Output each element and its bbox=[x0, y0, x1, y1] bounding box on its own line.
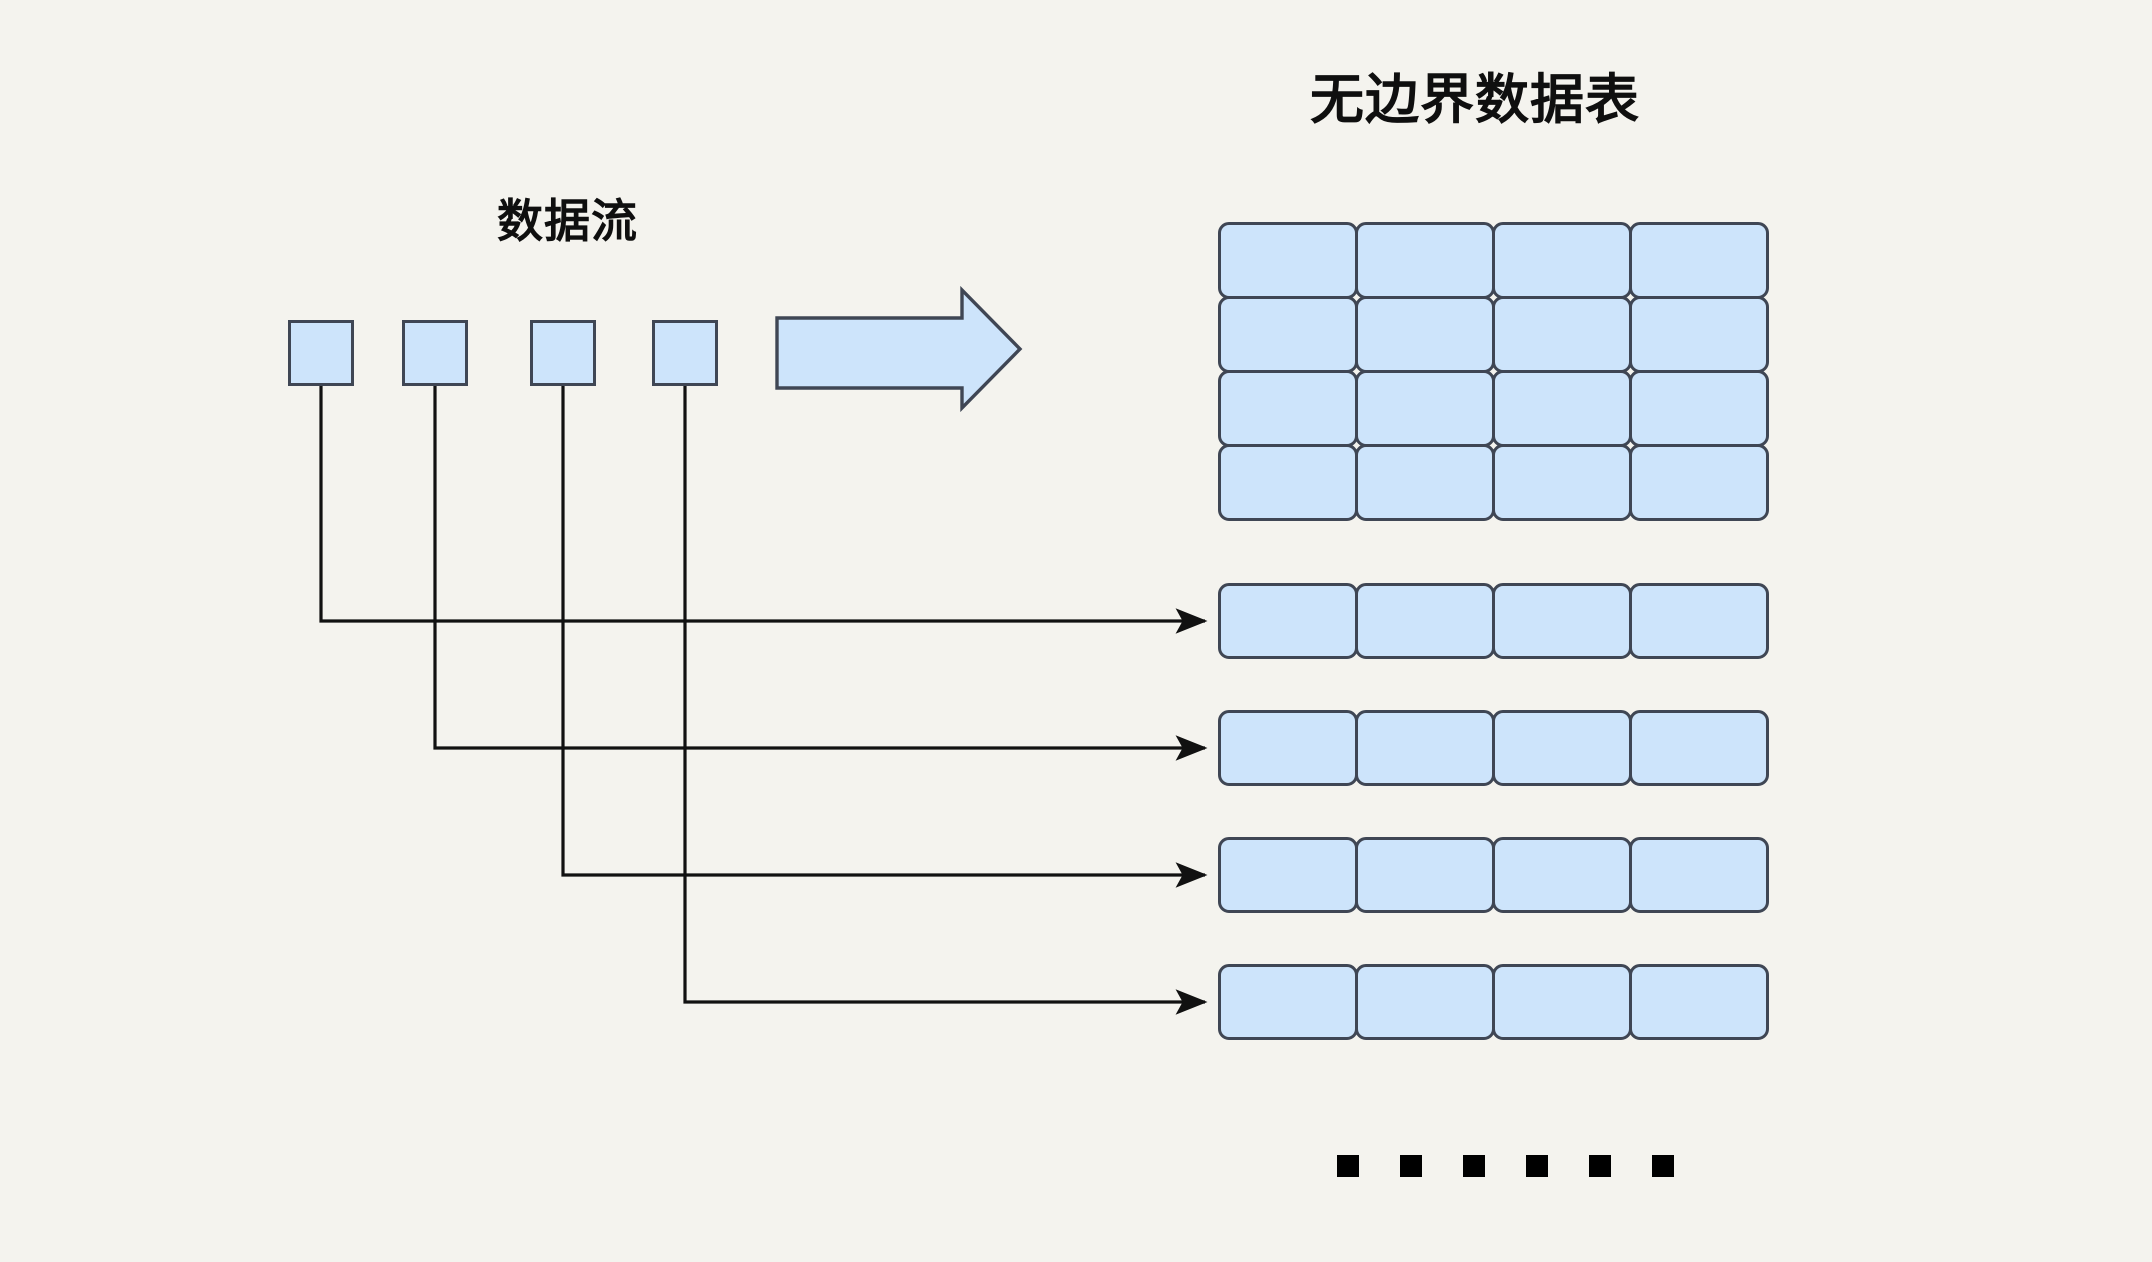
table-cell-r1-c1 bbox=[1218, 222, 1358, 299]
stream-to-row-connectors bbox=[319, 386, 1208, 1015]
appended-row-3-cell-1 bbox=[1218, 837, 1358, 913]
appended-row-3-cell-3 bbox=[1492, 837, 1632, 913]
page-title: 无边界数据表 bbox=[1310, 68, 1640, 131]
connector-1 bbox=[319, 386, 1208, 634]
table-cell-r4-c4 bbox=[1629, 444, 1769, 521]
data-stream-label: 数据流 bbox=[497, 194, 638, 248]
appended-row-2-cell-3 bbox=[1492, 710, 1632, 786]
table-cell-r4-c2 bbox=[1355, 444, 1495, 521]
continuation-dot-3 bbox=[1463, 1155, 1485, 1177]
appended-row-3-cell-2 bbox=[1355, 837, 1495, 913]
connector-3 bbox=[561, 386, 1208, 888]
continuation-dot-1 bbox=[1337, 1155, 1359, 1177]
table-cell-r2-c2 bbox=[1355, 296, 1495, 373]
table-cell-r2-c1 bbox=[1218, 296, 1358, 373]
appended-row-2-cell-2 bbox=[1355, 710, 1495, 786]
table-cell-r1-c2 bbox=[1355, 222, 1495, 299]
table-cell-r1-c3 bbox=[1492, 222, 1632, 299]
appended-row-2-cell-4 bbox=[1629, 710, 1769, 786]
appended-row-1-cell-1 bbox=[1218, 583, 1358, 659]
stream-element-3 bbox=[530, 320, 596, 386]
appended-row-1-cell-2 bbox=[1355, 583, 1495, 659]
appended-row-1-cell-4 bbox=[1629, 583, 1769, 659]
continuation-dot-4 bbox=[1526, 1155, 1548, 1177]
table-cell-r3-c2 bbox=[1355, 370, 1495, 447]
table-cell-r2-c4 bbox=[1629, 296, 1769, 373]
stream-element-2 bbox=[402, 320, 468, 386]
appended-row-1-cell-3 bbox=[1492, 583, 1632, 659]
table-cell-r1-c4 bbox=[1629, 222, 1769, 299]
table-cell-r3-c3 bbox=[1492, 370, 1632, 447]
connector-2 bbox=[433, 386, 1208, 761]
table-cell-r3-c1 bbox=[1218, 370, 1358, 447]
stream-element-1 bbox=[288, 320, 354, 386]
table-cell-r3-c4 bbox=[1629, 370, 1769, 447]
appended-row-4-cell-3 bbox=[1492, 964, 1632, 1040]
connector-4 bbox=[683, 386, 1208, 1015]
flow-direction-arrow bbox=[775, 285, 1023, 413]
appended-row-3-cell-4 bbox=[1629, 837, 1769, 913]
stream-element-4 bbox=[652, 320, 718, 386]
appended-row-4-cell-4 bbox=[1629, 964, 1769, 1040]
table-cell-r4-c3 bbox=[1492, 444, 1632, 521]
appended-row-4-cell-2 bbox=[1355, 964, 1495, 1040]
continuation-dot-2 bbox=[1400, 1155, 1422, 1177]
continuation-dot-5 bbox=[1589, 1155, 1611, 1177]
table-cell-r2-c3 bbox=[1492, 296, 1632, 373]
appended-row-2-cell-1 bbox=[1218, 710, 1358, 786]
table-cell-r4-c1 bbox=[1218, 444, 1358, 521]
appended-row-4-cell-1 bbox=[1218, 964, 1358, 1040]
continuation-dot-6 bbox=[1652, 1155, 1674, 1177]
